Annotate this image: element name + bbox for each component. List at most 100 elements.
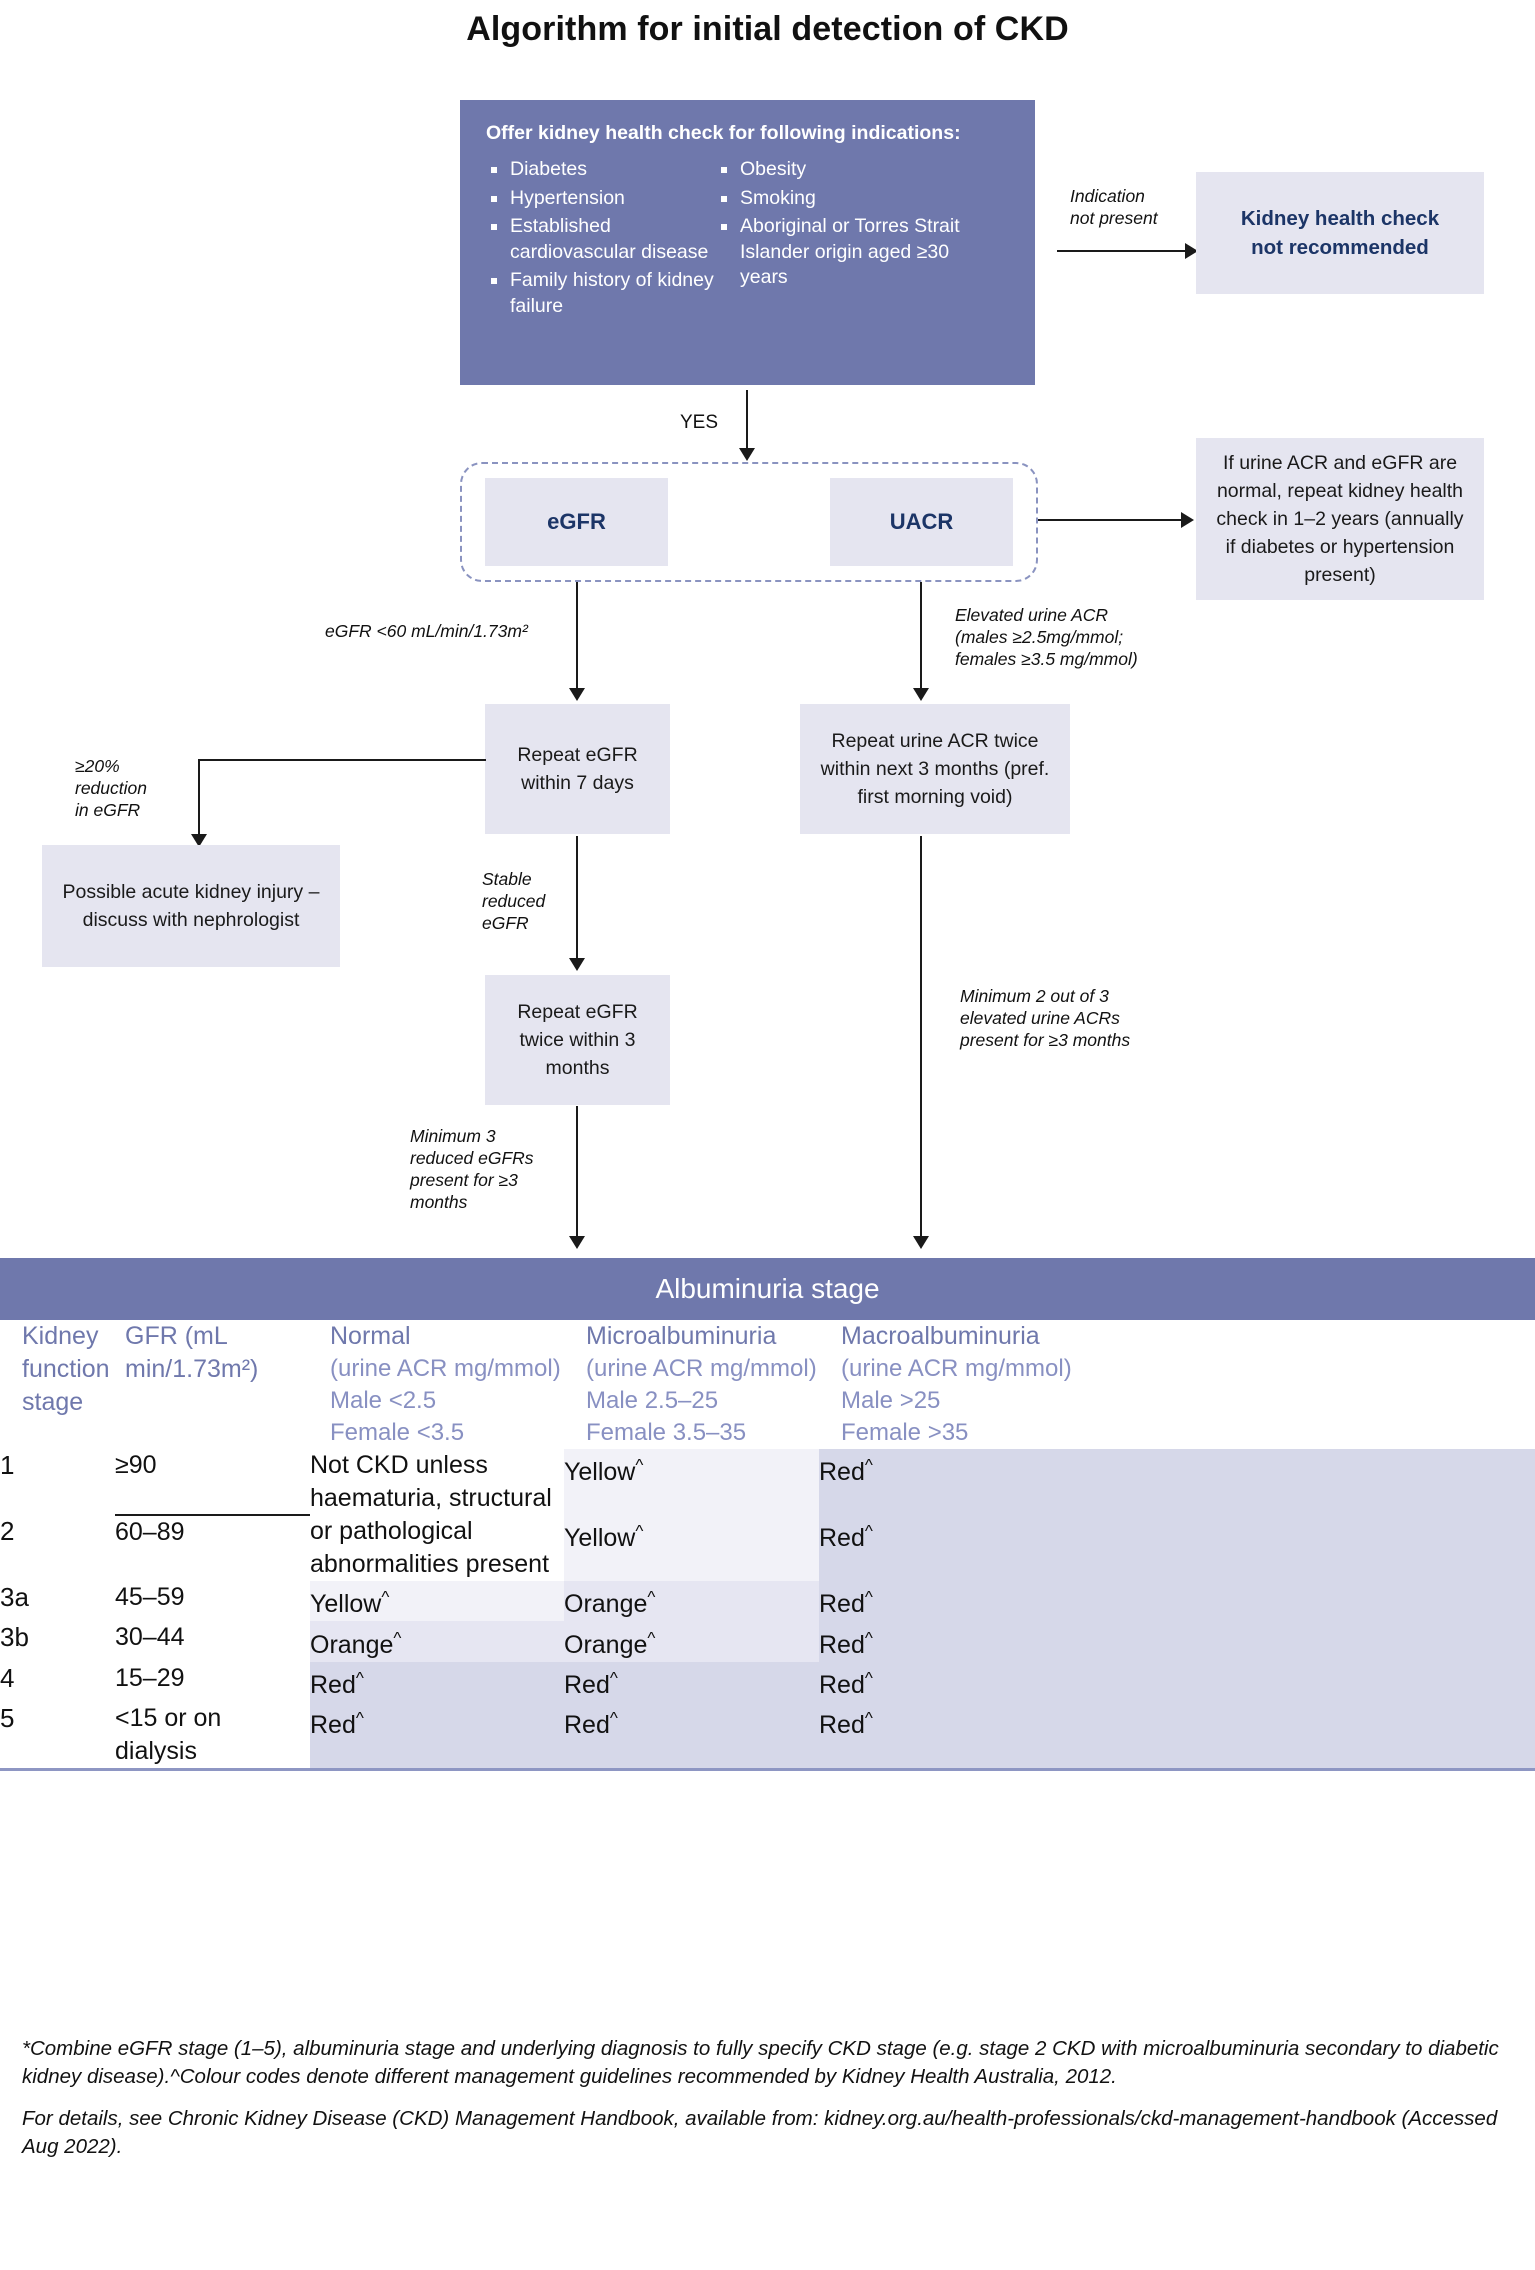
- col-header-normal: Normal (urine ACR mg/mmol) Male <2.5 Fem…: [310, 1320, 564, 1449]
- table-header-row: Kidney function stage GFR (mL min/1.73m²…: [0, 1320, 1535, 1449]
- node-uacr[interactable]: UACR: [830, 478, 1013, 566]
- node-repeat-acr-twice: Repeat urine ACR twice within next 3 mon…: [800, 704, 1070, 834]
- col-header-normal-title: Normal: [330, 1322, 411, 1350]
- node-check-not-recommended-label: Kidney health check not recommended: [1240, 207, 1440, 259]
- cell-normal: Red^: [310, 1661, 564, 1702]
- cell-macro-label: Red^: [819, 1522, 873, 1553]
- col-header-micro-male: Male 2.5–25: [586, 1387, 719, 1414]
- arrow-line-aki-vertical: [198, 759, 201, 839]
- table-row: 1 ≥90 Not CKD unless haematuria, structu…: [0, 1449, 1535, 1581]
- cell-macro: Red^: [819, 1449, 1535, 1515]
- footnote-line-1: *Combine eGFR stage (1–5), albuminuria s…: [22, 2037, 1499, 2088]
- cell-macro-label: Red^: [819, 1668, 873, 1699]
- test-group-container: [460, 462, 1038, 582]
- arrow-line-stable-reduced: [576, 836, 579, 962]
- cell-macro-label: Red^: [819, 1628, 873, 1659]
- cell-gfr: 15–29: [115, 1661, 310, 1702]
- table-row: 2 60–89 Yellow^ Red^: [0, 1515, 1535, 1581]
- cell-micro-label: Yellow^: [564, 1456, 644, 1487]
- cell-stage: 1: [0, 1449, 115, 1515]
- arrow-line-indication: [1057, 250, 1187, 253]
- cell-macro-label: Red^: [819, 1708, 873, 1740]
- arrow-line-uacr-branch: [920, 582, 923, 692]
- col-header-micro-unit: (urine ACR mg/mmol): [586, 1355, 817, 1382]
- col-header-macro-female: Female >35: [841, 1419, 969, 1446]
- cell-micro-label: Yellow^: [564, 1522, 644, 1553]
- cell-macro-label: Red^: [819, 1588, 873, 1619]
- cell-micro: Orange^: [564, 1621, 819, 1662]
- node-uacr-label: UACR: [889, 509, 954, 534]
- cell-normal: Red^: [310, 1701, 564, 1768]
- col-header-micro: Microalbuminuria (urine ACR mg/mmol) Mal…: [564, 1320, 819, 1449]
- node-repeat-kidney-check: If urine ACR and eGFR are normal, repeat…: [1196, 438, 1484, 600]
- arrow-line-min3-egfr: [576, 1106, 579, 1240]
- cell-macro: Red^: [819, 1621, 1535, 1662]
- edge-label-egfr-low: eGFR <60 mL/min/1.73m²: [325, 621, 528, 641]
- table-head: Kidney function stage GFR (mL min/1.73m²…: [0, 1320, 1535, 1449]
- cell-gfr: <15 or on dialysis: [115, 1701, 310, 1768]
- cell-normal-label: Red^: [310, 1708, 364, 1740]
- footnotes: *Combine eGFR stage (1–5), albuminuria s…: [22, 2035, 1502, 2175]
- cell-gfr: 45–59: [115, 1581, 310, 1622]
- cell-normal-label: Red^: [310, 1668, 364, 1699]
- ckd-stage-table: Kidney function stage GFR (mL min/1.73m²…: [0, 1320, 1535, 1768]
- edge-label-minimum-2-of-3: Minimum 2 out of 3 elevated urine ACRs p…: [960, 986, 1131, 1050]
- cell-normal-label: Yellow^: [310, 1588, 390, 1619]
- cell-stage: 3a: [0, 1581, 115, 1622]
- edge-label-yes: YES: [680, 412, 719, 433]
- node-repeat-kidney-check-label: If urine ACR and eGFR are normal, repeat…: [1216, 452, 1464, 586]
- table-row: 4 15–29 Red^ Red^ Red^: [0, 1661, 1535, 1702]
- node-possible-aki-label: Possible acute kidney injury – discuss w…: [62, 881, 320, 931]
- arrow-head-min3-egfr: [568, 1236, 585, 1249]
- indication-bullets-right: Obesity Smoking Aboriginal or Torres Str…: [716, 157, 966, 322]
- arrow-head-uacr-branch: [912, 688, 929, 701]
- col-header-kidney-stage: Kidney function stage: [22, 1322, 110, 1416]
- list-item: Family history of kidney failure: [486, 268, 716, 319]
- cell-normal-label: Orange^: [310, 1628, 402, 1659]
- arrow-line-egfr-branch: [576, 582, 579, 692]
- cell-macro: Red^: [819, 1701, 1535, 1768]
- arrow-head-min2of3: [912, 1236, 929, 1249]
- table-row: 3b 30–44 Orange^ Orange^ Red^: [0, 1621, 1535, 1662]
- col-header-micro-female: Female 3.5–35: [586, 1419, 747, 1446]
- arrow-line-yes: [746, 390, 749, 452]
- cell-macro: Red^: [819, 1515, 1535, 1581]
- cell-micro-label: Red^: [564, 1708, 618, 1740]
- col-header-normal-female: Female <3.5: [330, 1419, 465, 1446]
- arrow-head-egfr-branch: [568, 688, 585, 701]
- col-header-gfr: GFR (mL min/1.73m²): [125, 1322, 259, 1383]
- cell-micro: Red^: [564, 1701, 819, 1768]
- cell-stage: 5: [0, 1701, 115, 1768]
- arrow-head-stable-reduced: [568, 958, 585, 971]
- table-row: 3a 45–59 Yellow^ Orange^ Red^: [0, 1581, 1535, 1622]
- cell-micro-label: Red^: [564, 1668, 618, 1699]
- col-header-macro-title: Macroalbuminuria: [841, 1322, 1040, 1350]
- col-header-micro-title: Microalbuminuria: [586, 1322, 777, 1350]
- page-title: Algorithm for initial detection of CKD: [466, 10, 1069, 48]
- node-repeat-egfr-7-days: Repeat eGFR within 7 days: [485, 704, 670, 834]
- albuminuria-stage-banner-label: Albuminuria stage: [655, 1273, 880, 1304]
- cell-normal-note: Not CKD unless haematuria, structural or…: [310, 1449, 564, 1581]
- footnote-line-2: For details, see Chronic Kidney Disease …: [22, 2107, 1498, 2158]
- list-item: Hypertension: [486, 186, 716, 212]
- cell-macro-label: Red^: [819, 1456, 873, 1487]
- cell-macro: Red^: [819, 1661, 1535, 1702]
- arrow-line-min2of3: [920, 836, 923, 1240]
- list-item: Obesity: [716, 157, 966, 183]
- edge-label-indication-not-present: Indication not present: [1070, 186, 1158, 228]
- col-header-normal-male: Male <2.5: [330, 1387, 437, 1414]
- node-egfr[interactable]: eGFR: [485, 478, 668, 566]
- ckd-stage-table-wrap: Albuminuria stage Kidney function stage …: [0, 1258, 1535, 1771]
- edge-label-stable-reduced: Stable reduced eGFR: [482, 869, 546, 933]
- cell-stage: 2: [0, 1515, 115, 1581]
- arrow-line-to-repeat-check: [1038, 519, 1183, 522]
- arrow-head-aki: [190, 834, 207, 847]
- col-header-macro-male: Male >25: [841, 1387, 941, 1414]
- cell-normal: Orange^: [310, 1621, 564, 1662]
- arrow-line-aki-horizontal: [198, 759, 486, 762]
- col-header-macro: Macroalbuminuria (urine ACR mg/mmol) Mal…: [819, 1320, 1535, 1449]
- cell-micro: Yellow^: [564, 1515, 819, 1581]
- list-item: Established cardiovascular disease: [486, 214, 716, 265]
- cell-macro: Red^: [819, 1581, 1535, 1622]
- indication-heading: Offer kidney health check for following …: [486, 122, 961, 144]
